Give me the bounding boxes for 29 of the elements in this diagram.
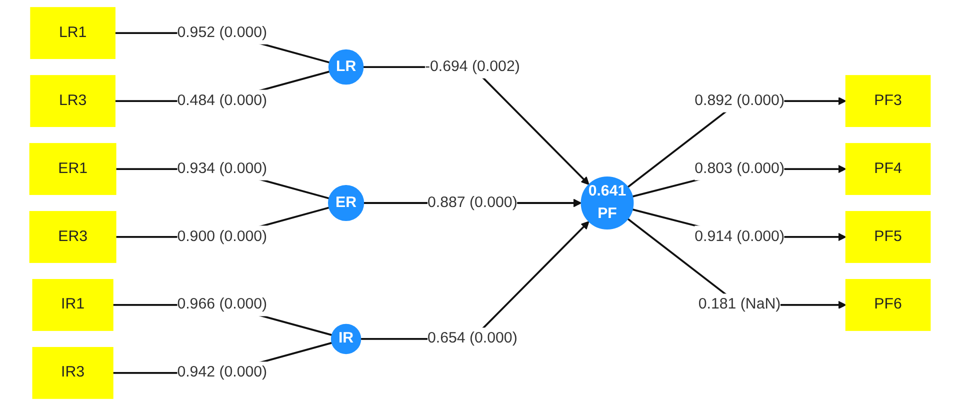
node-box: IR1	[32, 279, 114, 331]
node-box: PF5	[845, 211, 931, 263]
node-box: ER3	[29, 211, 116, 263]
node-box: LR1	[30, 7, 116, 60]
node-box: PF4	[845, 143, 931, 195]
edge-label: 0.654 (0.000)	[427, 330, 518, 347]
edge-label: -0.694 (0.002)	[424, 58, 520, 75]
node-box: PF3	[845, 75, 931, 127]
node-box: LR3	[30, 75, 116, 127]
node-box: PF6	[845, 279, 931, 331]
edge-label: 0.181 (NaN)	[698, 296, 781, 313]
node-box: ER1	[29, 143, 116, 195]
node-circle: LR	[328, 49, 364, 85]
edge-label: 0.900 (0.000)	[177, 228, 268, 245]
edge-label: 0.914 (0.000)	[694, 228, 784, 245]
edge-label: 0.484 (0.000)	[177, 92, 268, 109]
node-circle: 0.641 PF	[580, 176, 634, 230]
arrow	[627, 96, 846, 188]
edge-label: 0.966 (0.000)	[177, 296, 268, 313]
node-circle: IR	[330, 324, 362, 354]
edge-label: 0.942 (0.000)	[177, 364, 268, 381]
node-circle: ER	[328, 184, 364, 222]
edge-label: 0.887 (0.000)	[427, 194, 518, 211]
edge-label: 0.892 (0.000)	[694, 92, 784, 109]
edge-label: 0.934 (0.000)	[177, 160, 268, 177]
arrow	[627, 218, 846, 310]
edge-label: 0.803 (0.000)	[694, 160, 784, 177]
node-box: IR3	[32, 346, 114, 399]
edge-label: 0.952 (0.000)	[177, 24, 268, 41]
